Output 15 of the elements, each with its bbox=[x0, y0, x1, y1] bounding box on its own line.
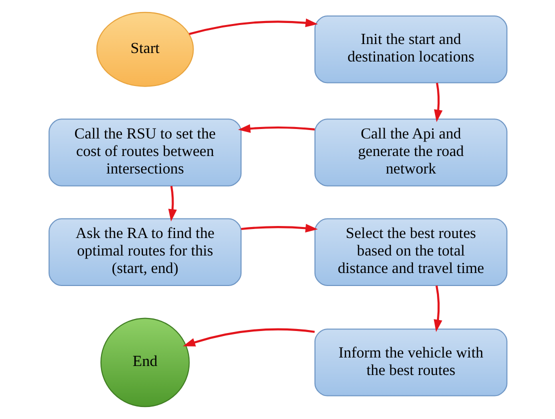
node-box: Ask the RA to find the optimal routes for this (start, end) bbox=[48, 218, 242, 286]
node-box: Init the start and destination locations bbox=[314, 16, 507, 84]
node-box: Select the best routes based on the total distance and travel time bbox=[314, 218, 507, 286]
arrow bbox=[188, 18, 318, 36]
arrow bbox=[240, 224, 318, 232]
node-circle: End bbox=[100, 318, 190, 408]
arrow bbox=[238, 124, 314, 133]
node-ellipse: Start bbox=[96, 12, 194, 87]
node-box: Call the Api and generate the road network bbox=[314, 118, 507, 186]
arrow bbox=[182, 328, 314, 346]
node-box: Inform the vehicle with the best routes bbox=[314, 328, 507, 396]
arrow bbox=[433, 285, 442, 332]
node-box: Call the RSU to set the cost of routes between intersections bbox=[48, 118, 242, 186]
arrow bbox=[434, 82, 442, 122]
arrow bbox=[168, 186, 176, 222]
